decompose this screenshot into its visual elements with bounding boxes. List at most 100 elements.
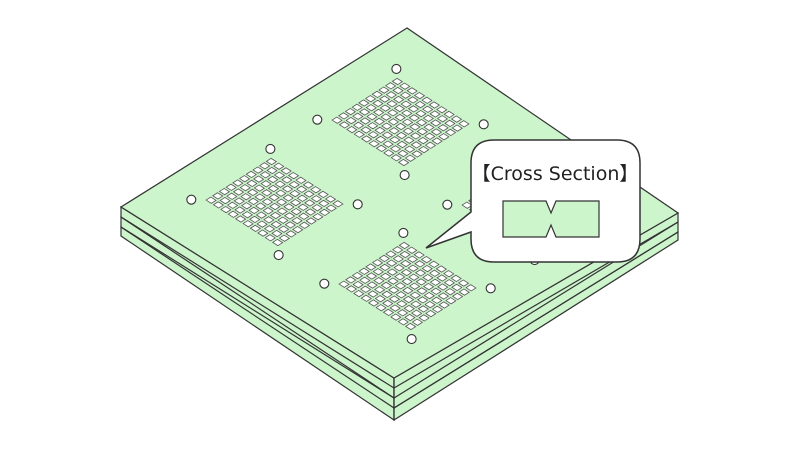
pad: [407, 264, 419, 272]
pad: [373, 286, 386, 294]
pad: [241, 211, 254, 219]
pad: [226, 192, 238, 200]
pad: [431, 137, 443, 145]
pad: [274, 180, 286, 188]
pad: [397, 149, 409, 158]
pad: [269, 211, 282, 220]
pad: [384, 82, 397, 90]
pad: [302, 181, 315, 189]
pad: [276, 207, 288, 215]
pad-grid: [186, 143, 363, 261]
pad: [218, 187, 231, 196]
pad: [409, 291, 421, 299]
pad: [410, 309, 423, 317]
pad: [368, 140, 380, 148]
pad: [374, 126, 386, 135]
pad: [414, 100, 426, 109]
pad: [338, 280, 350, 288]
pad: [451, 124, 463, 132]
pad: [351, 103, 363, 111]
pad: [375, 304, 387, 312]
pad: [318, 199, 330, 208]
pad: [401, 118, 414, 126]
pad: [378, 254, 390, 263]
mounting-hole: [406, 334, 417, 345]
pad: [420, 255, 433, 264]
pad: [422, 273, 434, 282]
pad: [366, 122, 379, 130]
pad: [428, 101, 441, 109]
pad: [393, 95, 405, 104]
pad: [395, 131, 408, 140]
pad: [263, 225, 276, 233]
pad: [271, 238, 284, 247]
pad: [450, 274, 462, 283]
pad: [283, 203, 295, 211]
pad: [318, 208, 331, 217]
pad: [367, 290, 379, 298]
pad: [352, 280, 364, 289]
pad: [436, 106, 448, 114]
pad: [392, 86, 404, 95]
pad: [407, 105, 420, 113]
pad: [403, 304, 415, 313]
pad: [325, 204, 337, 212]
pad: [275, 189, 287, 197]
pad: [381, 290, 393, 299]
pad: [381, 131, 394, 139]
mounting-hole: [186, 194, 197, 205]
pad: [263, 216, 275, 224]
pad: [401, 109, 413, 117]
pad: [416, 127, 429, 136]
pad: [358, 108, 371, 116]
pad: [289, 198, 302, 207]
pad: [451, 283, 463, 292]
pad: [437, 283, 449, 291]
pad: [346, 125, 358, 134]
pad: [232, 179, 244, 187]
pad: [378, 86, 390, 94]
pad-grid: [319, 227, 496, 345]
pad: [429, 278, 442, 286]
pad: [404, 313, 416, 322]
board-stack: [119, 27, 680, 422]
pad: [304, 208, 317, 216]
pad: [351, 271, 364, 280]
pad: [371, 259, 384, 267]
pad: [404, 154, 417, 162]
pad: [248, 206, 260, 215]
pad: [430, 287, 442, 295]
pad: [375, 144, 388, 153]
pad: [303, 190, 315, 198]
pad: [450, 115, 463, 123]
pad: [390, 154, 402, 162]
pad: [385, 91, 398, 99]
pad: [428, 269, 441, 277]
pad: [400, 268, 413, 277]
pad: [311, 204, 323, 212]
pad: [359, 276, 371, 284]
pad: [292, 225, 304, 234]
pad: [435, 265, 448, 273]
pad: [360, 126, 372, 134]
pad: [409, 123, 421, 131]
pad: [387, 109, 399, 117]
pad: [260, 180, 272, 188]
pad: [422, 114, 435, 122]
pad: [379, 272, 392, 281]
pad: [399, 82, 411, 90]
pad: [273, 171, 286, 179]
pad: [407, 96, 419, 104]
pad: [385, 259, 398, 267]
pad: [375, 135, 387, 144]
pad: [385, 250, 397, 258]
pad: [324, 195, 337, 203]
pad: [240, 193, 252, 201]
pad: [247, 197, 260, 206]
pad: [234, 215, 247, 223]
pad: [458, 120, 470, 128]
pad: [232, 188, 245, 196]
pad: [297, 203, 309, 211]
pad: [417, 136, 429, 145]
